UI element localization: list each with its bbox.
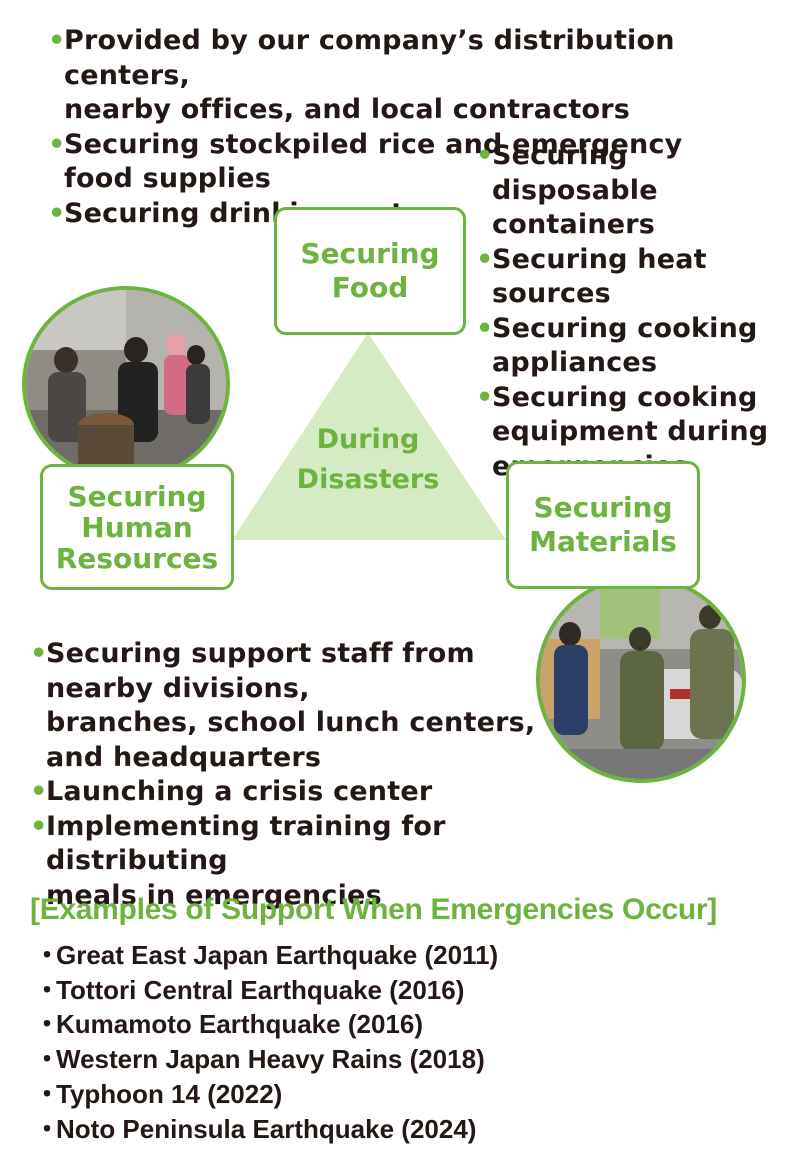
example-item: ・Kumamoto Earthquake (2016)	[30, 1007, 730, 1042]
list-item: •Securing heat sources	[476, 243, 707, 310]
center-label-during-disasters: During Disasters	[296, 424, 440, 495]
volunteers-photo	[22, 286, 230, 482]
example-item: ・Great East Japan Earthquake (2011)	[30, 938, 730, 973]
bullet-icon: •	[476, 140, 494, 171]
middle-dot-icon: ・	[34, 1009, 61, 1040]
bullet-icon: •	[476, 381, 494, 413]
middle-dot-icon: ・	[34, 940, 61, 970]
node-securing-human-resources: Securing Human Resources	[40, 464, 234, 590]
examples-title: [Examples of Support When Emergencies Oc…	[30, 893, 717, 926]
list-item: •Launching a crisis center	[30, 775, 630, 810]
example-item: ・Western Japan Heavy Rains (2018)	[30, 1042, 730, 1077]
node-securing-food: Securing Food	[274, 207, 466, 335]
middle-dot-icon: ・	[34, 974, 61, 1005]
bullet-icon: •	[48, 128, 66, 160]
example-item: ・Tottori Central Earthquake (2016)	[30, 973, 730, 1008]
materials-list: •Securing disposable containers •Securin…	[476, 139, 796, 484]
list-item: •Implementing training for distributing …	[30, 810, 446, 911]
examples-list: ・Great East Japan Earthquake (2011) ・Tot…	[30, 938, 730, 1146]
bullet-icon: •	[48, 25, 66, 56]
middle-dot-icon: ・	[34, 1113, 61, 1144]
middle-dot-icon: ・	[34, 1078, 61, 1109]
food-sources-list: •Provided by our company’s distribution …	[48, 24, 798, 231]
bullet-icon: •	[48, 197, 66, 229]
node-securing-materials: Securing Materials	[506, 461, 700, 589]
list-item: •Securing cooking appliances	[476, 312, 758, 379]
list-item: •Securing stockpiled rice and emergency …	[48, 128, 683, 195]
bullet-icon: •	[30, 776, 48, 807]
bullet-icon: •	[476, 243, 494, 275]
list-item: •Securing disposable containers	[476, 140, 658, 240]
list-item: •Securing support staff from nearby divi…	[30, 638, 536, 773]
example-item: ・Noto Peninsula Earthquake (2024)	[30, 1112, 730, 1147]
bullet-icon: •	[30, 638, 48, 669]
list-item: •Provided by our company’s distribution …	[48, 25, 675, 125]
bullet-icon: •	[476, 312, 494, 344]
example-item: ・Typhoon 14 (2022)	[30, 1077, 730, 1112]
bullet-icon: •	[30, 810, 48, 842]
human-resources-list: •Securing support staff from nearby divi…	[30, 637, 630, 913]
middle-dot-icon: ・	[34, 1044, 61, 1075]
